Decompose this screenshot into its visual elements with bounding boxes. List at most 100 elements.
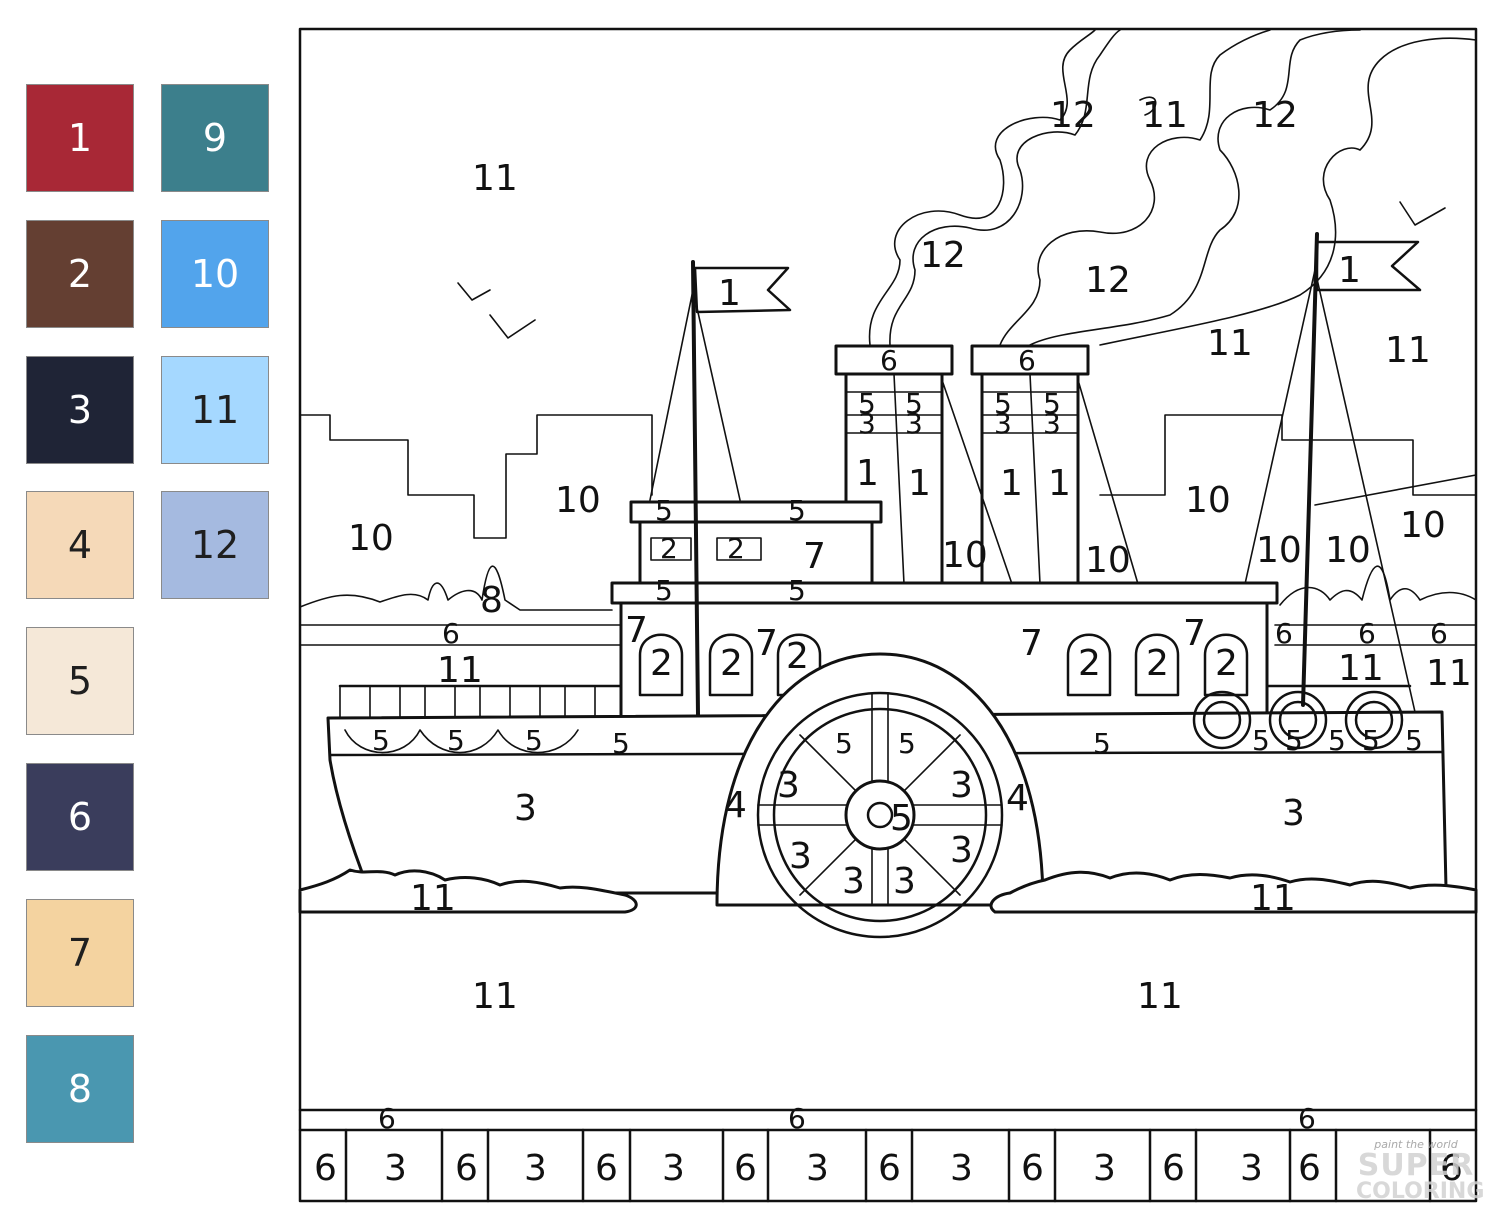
region-number: 10 [555,480,601,521]
region-number: 7 [625,610,648,651]
swatch-8[interactable]: 8 [26,1035,134,1143]
region-number: 11 [410,878,456,919]
swatch-7[interactable]: 7 [26,899,134,1007]
region-number: 6 [1440,1148,1463,1189]
region-number: 6 [1021,1148,1044,1189]
region-number: 11 [1338,648,1384,689]
region-number: 10 [942,535,988,576]
region-number: 5 [905,387,923,420]
region-number: 6 [1018,344,1036,377]
region-number: 3 [1093,1148,1116,1189]
region-number: 6 [734,1148,757,1189]
region-number: 4 [1006,778,1029,819]
swatch-11[interactable]: 11 [161,356,269,464]
region-number: 4 [724,785,747,826]
region-number: 1 [1000,463,1023,504]
funnel-right [970,344,1090,586]
region-number: 2 [1078,643,1101,684]
watermark-tagline: paint the world [1374,1138,1458,1151]
coloring-picture[interactable]: 11 12 11 12 12 12 11 11 10 10 10 10 10 1… [298,27,1478,1203]
region-number: 5 [858,387,876,420]
region-number: 6 [455,1148,478,1189]
region-number: 1 [1048,463,1071,504]
color-palette: 1 2 3 4 5 6 7 8 9 10 11 12 [0,0,290,1227]
brand-watermark: paint the world SUPER COLORING [1356,1138,1484,1203]
region-number: 6 [314,1148,337,1189]
region-numbers: 11 12 11 12 12 12 11 11 10 10 10 10 10 1… [314,95,1472,1189]
masts [691,232,1422,717]
swatch-2[interactable]: 2 [26,220,134,328]
region-number: 3 [858,407,876,440]
swatch-3[interactable]: 3 [26,356,134,464]
region-number: 6 [1358,617,1376,650]
region-number: 3 [1282,793,1305,834]
picture-frame [298,27,1478,1203]
region-number: 7 [803,536,826,577]
region-number: 5 [1043,387,1061,420]
shoreline-trees [299,565,1477,611]
region-number: 2 [660,532,678,565]
region-number: 10 [1400,505,1446,546]
region-number: 5 [1093,727,1111,760]
region-number: 10 [1185,480,1231,521]
region-number: 3 [842,861,865,902]
region-number: 2 [1215,643,1238,684]
region-number: 1 [1338,250,1361,291]
region-number: 6 [880,344,898,377]
swatch-5[interactable]: 5 [26,627,134,735]
region-number: 6 [442,617,460,650]
region-number: 11 [1250,878,1296,919]
region-number: 3 [789,836,812,877]
region-number: 5 [372,724,390,757]
region-number: 2 [727,532,745,565]
rigging [649,269,1477,713]
region-number: 1 [908,463,931,504]
region-number: 3 [384,1148,407,1189]
swatch-10[interactable]: 10 [161,220,269,328]
region-number: 5 [994,387,1012,420]
region-number: 3 [950,1148,973,1189]
region-number: 12 [920,235,966,276]
region-number: 5 [525,724,543,757]
swatch-4[interactable]: 4 [26,491,134,599]
region-number: 12 [1085,260,1131,301]
upper-cabin [629,500,883,586]
region-number: 6 [1298,1148,1321,1189]
region-number: 6 [1275,617,1293,650]
region-number: 5 [835,727,853,760]
region-number: 6 [1162,1148,1185,1189]
region-number: 3 [806,1148,829,1189]
region-number: 5 [655,574,673,607]
region-number: 11 [1207,323,1253,364]
region-number: 1 [856,453,879,494]
region-number: 11 [437,650,483,691]
region-number: 12 [1050,95,1096,136]
city-skyline [299,414,1477,539]
region-number: 3 [950,830,973,871]
region-number: 3 [1043,407,1061,440]
birds [457,201,1446,339]
region-number: 3 [893,861,916,902]
region-number: 10 [1256,530,1302,571]
far-water [299,624,1477,646]
pier [298,1108,1478,1203]
region-number: 5 [1362,724,1380,757]
watermark-word-1: SUPER [1357,1148,1475,1183]
swatch-12[interactable]: 12 [161,491,269,599]
swatch-1[interactable]: 1 [26,84,134,192]
paddle-wheel [715,652,1045,939]
swatch-9[interactable]: 9 [161,84,269,192]
water-splash [298,868,1478,914]
region-number: 3 [777,765,800,806]
region-number: 3 [524,1148,547,1189]
region-number: 6 [1298,1102,1316,1135]
swatch-6[interactable]: 6 [26,763,134,871]
region-number: 5 [1405,724,1423,757]
region-number: 3 [1240,1148,1263,1189]
region-number: 5 [1285,724,1303,757]
region-number: 10 [348,518,394,559]
region-number: 3 [662,1148,685,1189]
region-number: 5 [612,727,630,760]
region-number: 5 [890,798,913,839]
region-number: 5 [1328,724,1346,757]
